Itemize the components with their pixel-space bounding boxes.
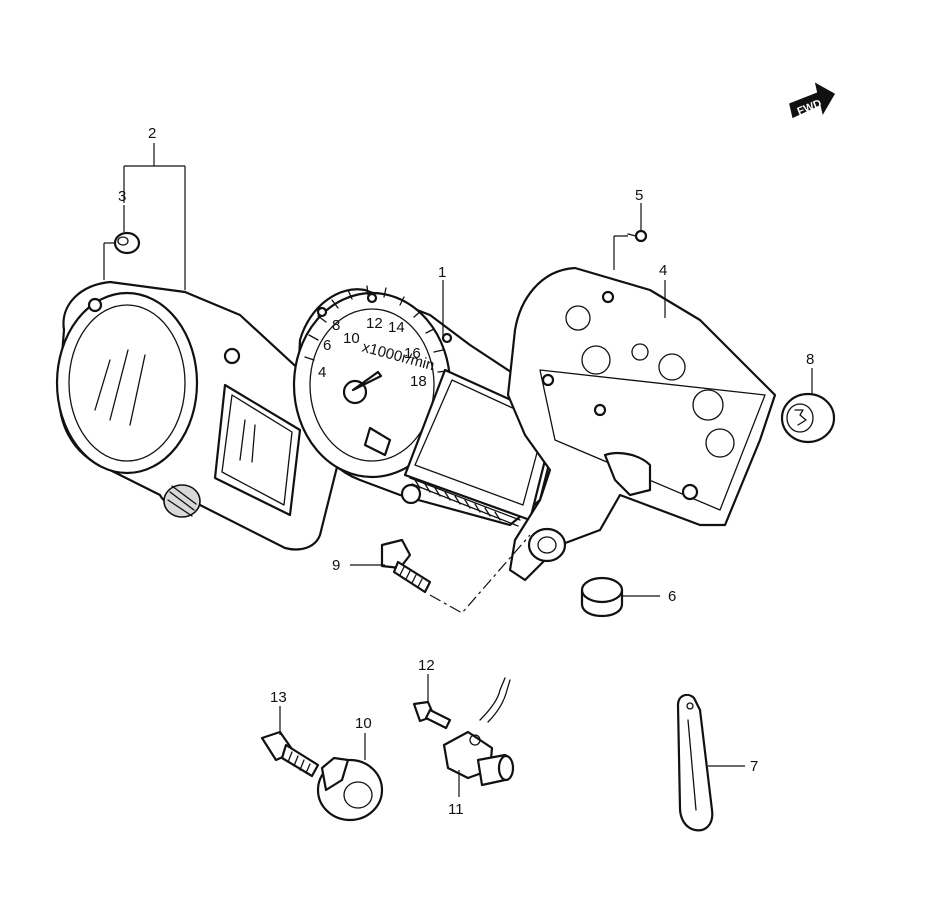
strap-part [676, 693, 714, 832]
tach-number-8: 8 [332, 317, 340, 334]
grommet-part [113, 231, 141, 255]
callout-6: 6 [668, 588, 676, 605]
callout-3: 3 [118, 188, 126, 205]
tach-number-16: 16 [404, 345, 421, 362]
callout-13: 13 [270, 689, 287, 706]
tach-number-18: 18 [410, 373, 427, 390]
callout-12: 12 [418, 657, 435, 674]
speed-sensor-part [442, 677, 515, 787]
tach-number-4: 4 [318, 364, 326, 381]
callout-11: 11 [448, 801, 464, 818]
cushion-part [580, 576, 624, 618]
tach-number-12: 12 [366, 315, 383, 332]
tach-number-10: 10 [343, 330, 360, 347]
callout-9: 9 [332, 557, 340, 574]
callout-4: 4 [659, 262, 667, 279]
meter-cover-part [55, 280, 346, 551]
small-bolt-part [412, 700, 452, 730]
tach-number-14: 14 [388, 319, 405, 336]
tach-number-6: 6 [323, 337, 331, 354]
cap-part [780, 392, 836, 444]
screw-part [380, 538, 432, 594]
small-screw-part [627, 229, 648, 243]
leader-lines [103, 143, 813, 797]
meter-case-part [506, 266, 777, 582]
forward-arrow-icon: FWD [789, 82, 836, 118]
callout-5: 5 [635, 187, 643, 204]
callout-10: 10 [355, 715, 372, 732]
callout-2: 2 [148, 125, 156, 142]
callout-8: 8 [806, 351, 814, 368]
bolt-part [260, 730, 320, 778]
collar-part [316, 756, 384, 822]
callout-1: 1 [438, 264, 446, 281]
callout-7: 7 [750, 758, 758, 775]
callout-labels: 2 3 1 5 4 8 6 7 9 10 11 12 13 [118, 125, 814, 818]
